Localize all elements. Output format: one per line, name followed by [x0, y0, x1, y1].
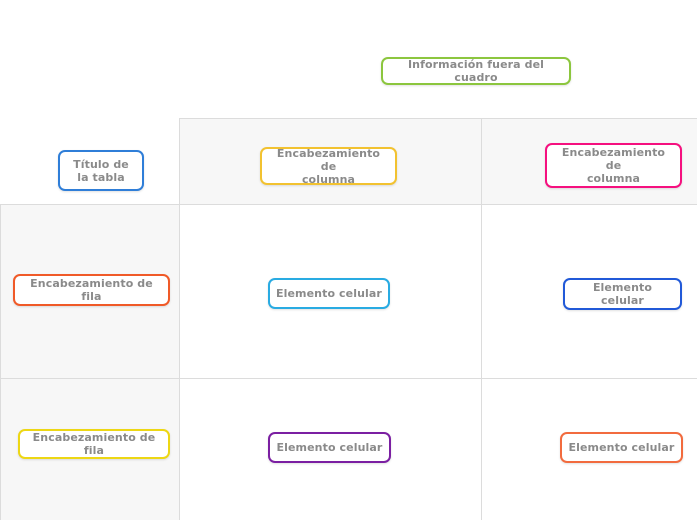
column-header-chip-1[interactable]: Encabezamiento de columna: [260, 147, 397, 186]
cell-item-chip-r1c1[interactable]: Elemento celular: [268, 278, 390, 309]
cell-item-chip-r2c2[interactable]: Elemento celular: [560, 432, 683, 463]
table-title-chip[interactable]: Título de la tabla: [58, 150, 144, 191]
row-header-chip-1[interactable]: Encabezamiento de fila: [13, 274, 170, 306]
outside-table-note[interactable]: Información fuera del cuadro: [381, 57, 571, 85]
cell-item-chip-r1c2[interactable]: Elemento celular: [563, 278, 682, 310]
row-header-chip-2[interactable]: Encabezamiento de fila: [18, 429, 170, 459]
cell-item-chip-r2c1[interactable]: Elemento celular: [268, 432, 391, 463]
column-header-chip-2[interactable]: Encabezamiento de columna: [545, 143, 682, 188]
